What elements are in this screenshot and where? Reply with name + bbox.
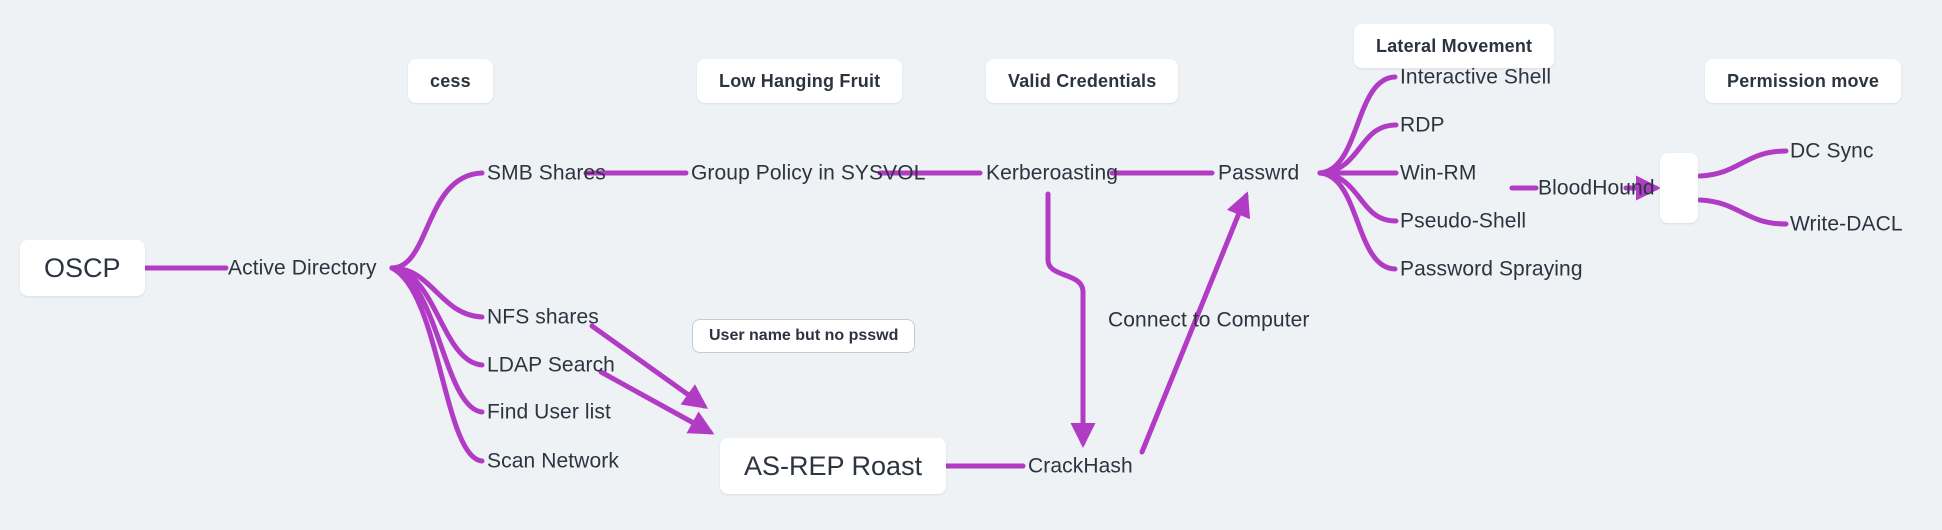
node-as-rep-roast[interactable]: AS-REP Roast [720, 438, 947, 494]
node-smb-shares[interactable]: SMB Shares [487, 161, 606, 185]
edge-passwrd-rdp [1317, 122, 1399, 176]
header-box-valid-credentials[interactable]: Valid Credentials [986, 59, 1179, 103]
header-box-permission-move[interactable]: Permission move [1705, 59, 1902, 103]
node-dc-sync[interactable]: DC Sync [1790, 139, 1874, 163]
node-rdp[interactable]: RDP [1400, 113, 1445, 137]
node-win-rm[interactable]: Win-RM [1400, 161, 1477, 185]
edge-ad-find-user [389, 265, 485, 415]
node-crackhash[interactable]: CrackHash [1028, 454, 1133, 478]
edge-pivot-dcsync [1697, 148, 1789, 179]
edge-ad-smb-shares [389, 170, 485, 271]
node-interactive-shell[interactable]: Interactive Shell [1400, 65, 1552, 89]
node-nfs-shares[interactable]: NFS shares [487, 305, 599, 329]
edge-kerberoasting-crackhash [1045, 191, 1096, 448]
node-unnamed-pivot-box[interactable] [1660, 153, 1698, 223]
edge-passwrd-password-spraying [1317, 170, 1398, 272]
header-box-lateral-movement[interactable]: Lateral Movement [1354, 24, 1555, 68]
edge-pivot-writedacl [1697, 197, 1789, 227]
header-box-access[interactable]: cess [408, 59, 493, 103]
root-node-oscp[interactable]: OSCP [20, 240, 145, 296]
edge-ad-scan-network [389, 265, 485, 464]
edge-ldap-asrep [598, 369, 715, 435]
node-pseudo-shell[interactable]: Pseudo-Shell [1400, 209, 1527, 233]
node-scan-network[interactable]: Scan Network [487, 449, 619, 473]
edge-ad-nfs-shares [389, 265, 485, 320]
header-box-low-hanging-fruit[interactable]: Low Hanging Fruit [697, 59, 903, 103]
node-write-dacl[interactable]: Write-DACL [1790, 212, 1903, 236]
edge-ad-ldap-search [389, 265, 485, 368]
node-group-policy-sysvol[interactable]: Group Policy in SYSVOL [691, 161, 926, 185]
node-ldap-search[interactable]: LDAP Search [487, 353, 615, 377]
node-password-spraying[interactable]: Password Spraying [1400, 257, 1583, 281]
node-find-user-list[interactable]: Find User list [487, 400, 611, 424]
note-user-name-but-no-password[interactable]: User name but no psswd [692, 319, 916, 353]
node-passwrd[interactable]: Passwrd [1218, 161, 1300, 185]
label-connect-to-computer: Connect to Computer [1108, 308, 1310, 332]
node-bloodhound[interactable]: BloodHound [1538, 176, 1655, 200]
edge-passwrd-interactive-shell [1317, 74, 1398, 176]
node-kerberoasting[interactable]: Kerberoasting [986, 161, 1119, 185]
edge-passwrd-pseudo-shell [1317, 170, 1399, 224]
node-active-directory[interactable]: Active Directory [228, 256, 377, 280]
